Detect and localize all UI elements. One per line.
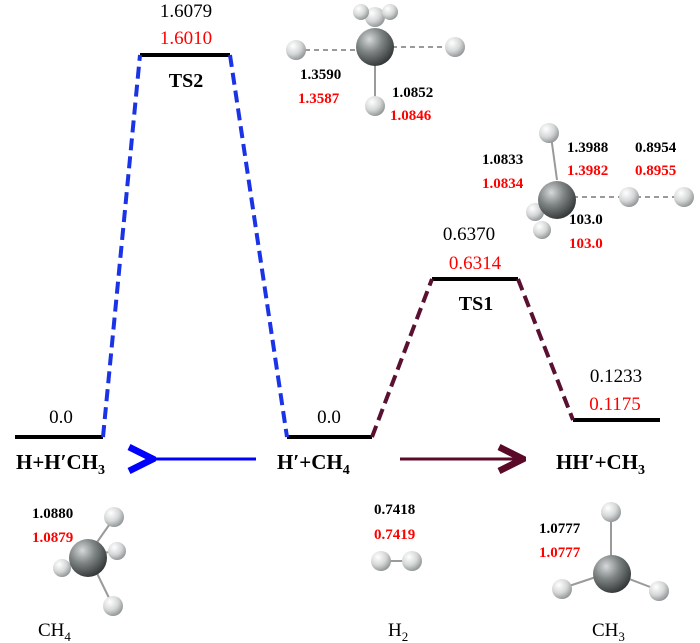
ts1-c-h-black: 1.3988 bbox=[567, 140, 608, 156]
connector-ts2-left bbox=[101, 54, 142, 438]
carbon-atom bbox=[356, 28, 394, 66]
connector-ts1-left bbox=[370, 278, 434, 438]
ts2-bond-right-red: 1.0846 bbox=[390, 108, 432, 124]
ch3-structure: 1.0777 1.0777 CH3 bbox=[539, 502, 669, 643]
energy-ts2-red: 1.6010 bbox=[160, 28, 212, 49]
ch4-structure: 1.0880 1.0879 CH4 bbox=[32, 506, 126, 643]
ch3-bond-black: 1.0777 bbox=[539, 521, 581, 537]
ts1-structure: 1.0833 1.0834 1.3988 1.3982 0.8954 0.895… bbox=[482, 123, 694, 252]
hydrogen-atom bbox=[601, 502, 621, 522]
hydrogen-atom bbox=[402, 551, 422, 571]
ts1-ch-black: 1.0833 bbox=[482, 152, 523, 168]
ts2-structure: 1.3590 1.3587 1.0852 1.0846 bbox=[286, 4, 465, 124]
hydrogen-atom bbox=[539, 123, 559, 143]
ts1-angle-black: 103.0 bbox=[569, 212, 603, 228]
ts1-label: TS1 bbox=[459, 293, 493, 315]
ts1-angle-red: 103.0 bbox=[569, 236, 603, 252]
hydrogen-atom bbox=[365, 7, 385, 27]
hydrogen-atom bbox=[552, 579, 572, 599]
energy-levels bbox=[15, 53, 660, 439]
species-right: HH′+CH3 bbox=[556, 450, 645, 478]
ts1-c-h-red: 1.3982 bbox=[567, 163, 608, 179]
ch3-label: CH3 bbox=[592, 620, 625, 643]
ts1-h-h-red: 0.8955 bbox=[635, 163, 676, 179]
ts2-bond-right-black: 1.0852 bbox=[392, 85, 433, 101]
hydrogen-atom bbox=[286, 40, 306, 60]
hydrogen-atom bbox=[371, 551, 391, 571]
hydrogen-atom bbox=[103, 596, 123, 616]
ch4-label: CH4 bbox=[38, 620, 71, 643]
hydrogen-atom bbox=[533, 221, 551, 239]
energy-center-reactant: 0.0 bbox=[317, 407, 341, 428]
hydrogen-atom bbox=[649, 581, 669, 601]
species-labels: H+H′CH3 H′+CH4 HH′+CH3 bbox=[16, 450, 645, 478]
hydrogen-atom bbox=[526, 203, 544, 221]
hydrogen-atom bbox=[353, 4, 369, 20]
ts2-bond-left-red: 1.3587 bbox=[298, 91, 340, 107]
energy-values: 0.0 1.6079 1.6010 0.0 0.6370 0.6314 0.12… bbox=[49, 1, 642, 428]
connector-ts1-right bbox=[516, 278, 575, 421]
ts2-label: TS2 bbox=[169, 70, 203, 92]
ts1-ch-red: 1.0834 bbox=[482, 176, 524, 192]
energy-ts1-black: 0.6370 bbox=[443, 224, 495, 245]
h2-label: H2 bbox=[388, 620, 408, 643]
hydrogen-atom bbox=[108, 542, 126, 560]
energy-ts1-red: 0.6314 bbox=[449, 253, 502, 274]
pathway-connectors bbox=[101, 54, 575, 438]
hydrogen-atom bbox=[104, 507, 124, 527]
h2-structure: 0.7418 0.7419 H2 bbox=[371, 502, 422, 643]
species-left: H+H′CH3 bbox=[16, 450, 105, 478]
h2-bond-red: 0.7419 bbox=[374, 527, 415, 543]
ts1-h-h-black: 0.8954 bbox=[635, 140, 677, 156]
energy-left-reactant: 0.0 bbox=[49, 407, 73, 428]
ch4-bond-black: 1.0880 bbox=[32, 506, 73, 522]
carbon-atom bbox=[593, 555, 631, 593]
hydrogen-atom bbox=[365, 96, 385, 116]
hydrogen-atom bbox=[382, 4, 398, 20]
h2-bond-black: 0.7418 bbox=[374, 502, 415, 518]
carbon-atom bbox=[538, 181, 576, 219]
energy-ts2-black: 1.6079 bbox=[160, 1, 212, 22]
hydrogen-atom bbox=[53, 559, 71, 577]
ts-labels: TS2 TS1 bbox=[169, 70, 493, 315]
ts2-bond-left-black: 1.3590 bbox=[300, 67, 341, 83]
ch4-bond-red: 1.0879 bbox=[32, 530, 73, 546]
hydrogen-atom bbox=[619, 187, 639, 207]
energy-right-red: 0.1175 bbox=[589, 394, 641, 415]
hydrogen-atom bbox=[445, 37, 465, 57]
species-center: H′+CH4 bbox=[277, 450, 350, 478]
carbon-atom bbox=[69, 539, 107, 577]
ch3-bond-red: 1.0777 bbox=[539, 545, 581, 561]
energy-right-black: 0.1233 bbox=[590, 366, 642, 387]
connector-ts2-right bbox=[228, 54, 289, 438]
hydrogen-atom bbox=[674, 187, 694, 207]
